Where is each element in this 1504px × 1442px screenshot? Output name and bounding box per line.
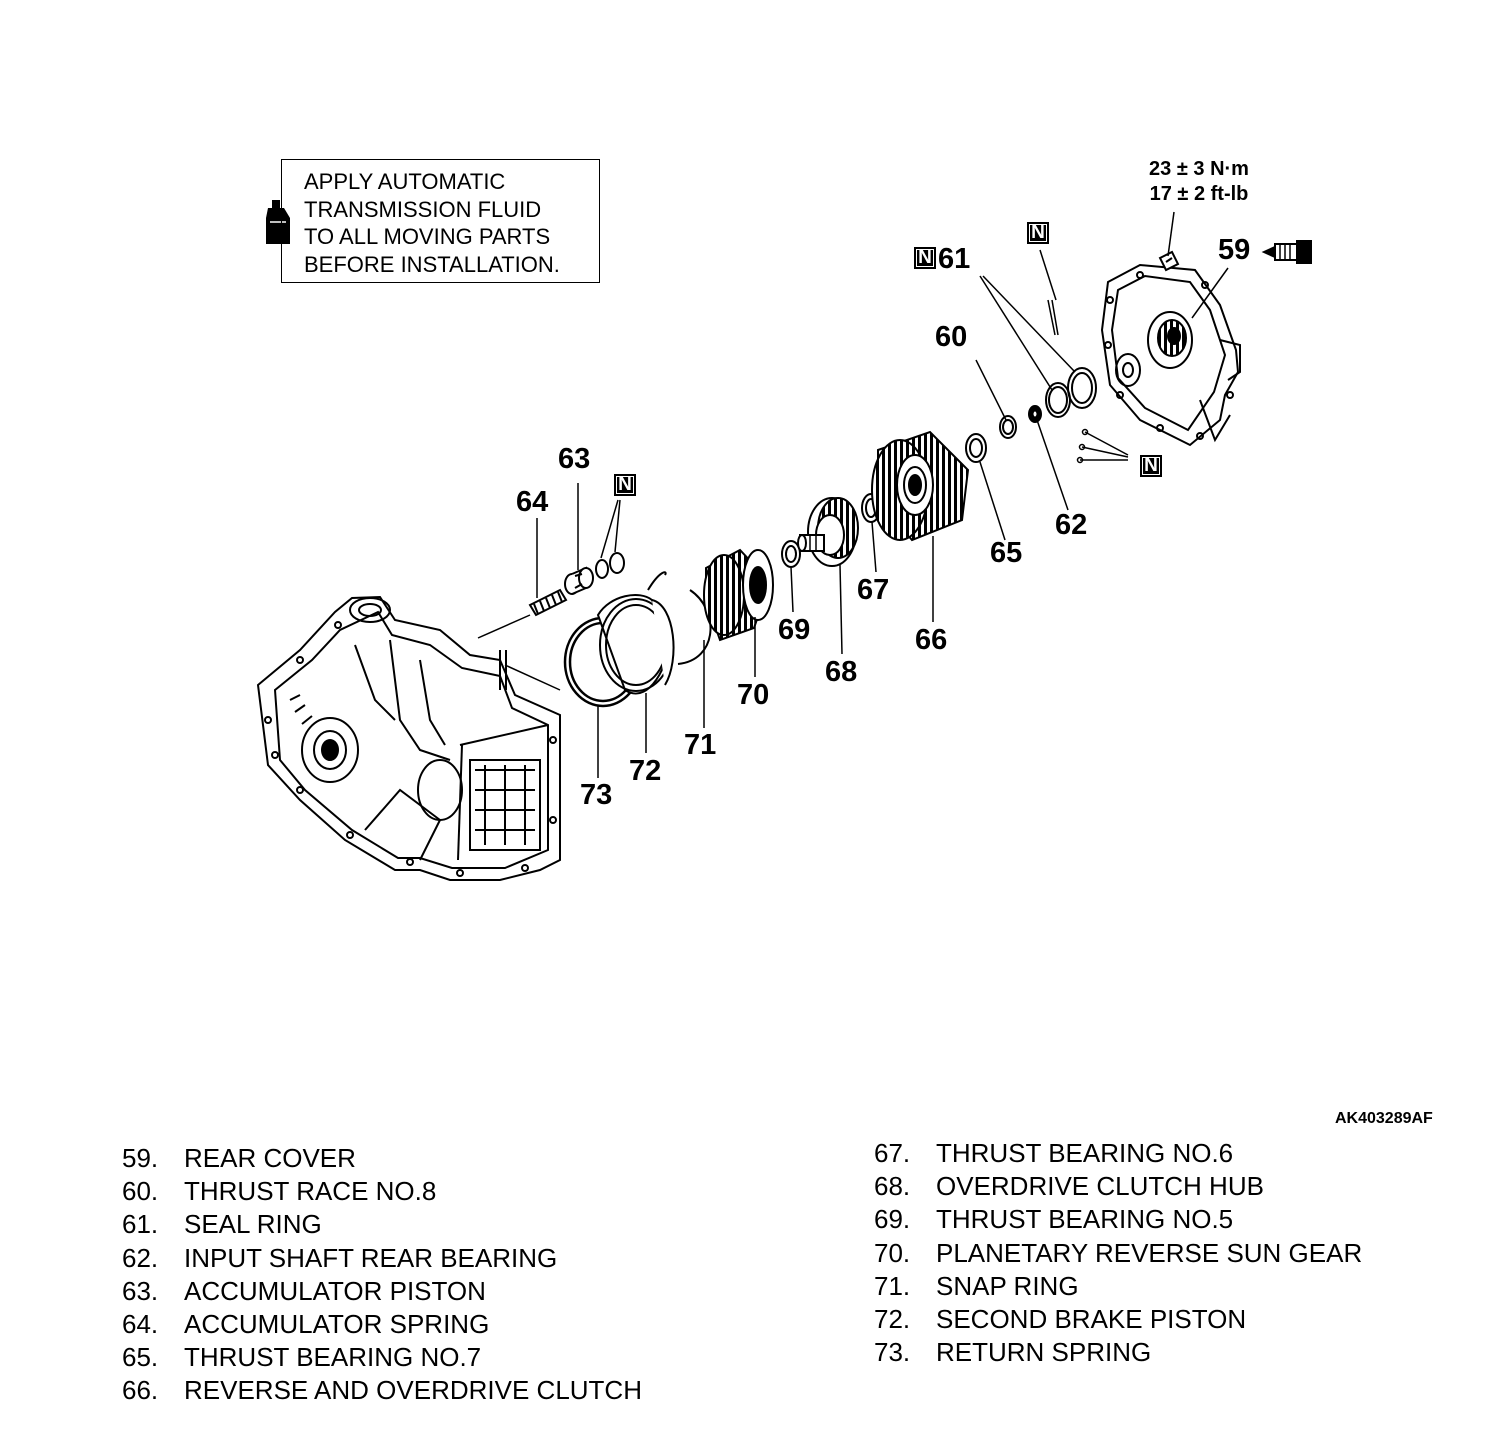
legend-item: 59. REAR COVER (122, 1142, 642, 1175)
legend-item-number: 70. (874, 1237, 911, 1268)
legend-item-name: PLANETARY REVERSE SUN GEAR (936, 1237, 1363, 1268)
legend-item-name: REAR COVER (184, 1143, 356, 1173)
legend-item: 68. OVERDRIVE CLUTCH HUB (874, 1170, 1362, 1203)
legend-item-number: 59. (122, 1143, 159, 1173)
note-line-2: TRANSMISSION FLUID (304, 197, 542, 222)
figure-id: AK403289AF (1335, 1110, 1433, 1127)
thrust-bearing-no7 (965, 433, 987, 463)
legend-item-name: ACCUMULATOR SPRING (184, 1309, 490, 1340)
callout-72: 72 (629, 755, 662, 787)
legend-item-name: ACCUMULATOR PISTON (184, 1275, 486, 1306)
new-pin-top (1047, 299, 1059, 336)
legend-item: 60. THRUST RACE NO.8 (122, 1175, 642, 1208)
legend-item-number: 60. (122, 1176, 159, 1207)
callout-61: 61 (938, 243, 971, 275)
sealant-tube-icon (1261, 240, 1312, 264)
planetary-reverse-sun-gear (703, 548, 774, 642)
legend-item-name: THRUST BEARING NO.5 (936, 1204, 1234, 1235)
callout-67: 67 (857, 574, 890, 606)
legend-item-number: 62. (122, 1242, 159, 1273)
callout-59: 59 (1218, 234, 1251, 266)
thrust-race-no8 (999, 415, 1017, 439)
legend-item-name: INPUT SHAFT REAR BEARING (184, 1242, 558, 1273)
snap-ring (647, 571, 712, 665)
legend-item: 71. SNAP RING (874, 1270, 1362, 1303)
legend-item-name: OVERDRIVE CLUTCH HUB (936, 1171, 1264, 1202)
new-pins-right (1076, 428, 1129, 464)
new-part-mark-pin: N (1027, 222, 1049, 244)
legend-item-number: 61. (122, 1209, 159, 1240)
callout-60: 60 (935, 321, 968, 353)
overdrive-clutch-hub (797, 497, 859, 567)
legend-item-number: 64. (122, 1309, 159, 1340)
legend-item-number: 73. (874, 1337, 911, 1368)
legend-item-name: SECOND BRAKE PISTON (936, 1304, 1247, 1335)
legend-item: 66. REVERSE AND OVERDRIVE CLUTCH (122, 1374, 642, 1407)
legend-item: 63. ACCUMULATOR PISTON (122, 1275, 642, 1308)
note-line-1: APPLY AUTOMATIC (304, 169, 506, 194)
legend-item-number: 65. (122, 1342, 159, 1373)
callout-66: 66 (915, 624, 948, 656)
callout-73: 73 (580, 779, 613, 811)
note-line-4: BEFORE INSTALLATION. (304, 252, 560, 277)
legend-item-name: THRUST RACE NO.8 (184, 1176, 437, 1207)
legend-item: 69. THRUST BEARING NO.5 (874, 1203, 1362, 1236)
legend-item-number: 69. (874, 1204, 911, 1235)
new-part-mark-pins: N (1140, 455, 1162, 477)
assembly-guide-lines (477, 614, 561, 691)
legend-item: 62. INPUT SHAFT REAR BEARING (122, 1242, 642, 1275)
piston-o-rings (595, 552, 625, 579)
callout-64: 64 (516, 486, 549, 518)
legend-item: 73. RETURN SPRING (874, 1336, 1362, 1369)
legend-item-name: THRUST BEARING NO.7 (184, 1342, 482, 1373)
legend-item-name: THRUST BEARING NO.6 (936, 1138, 1234, 1168)
legend-right: 67. THRUST BEARING NO.6 68. OVERDRIVE CLUTC… (874, 1137, 1362, 1369)
reverse-and-overdrive-clutch (871, 430, 970, 542)
callout-68: 68 (825, 656, 858, 688)
note-box (281, 159, 600, 283)
oil-bottle-icon (266, 200, 290, 244)
callout-70: 70 (737, 679, 770, 711)
transmission-case (256, 595, 561, 881)
legend-left: 59. REAR COVER 60. THRUST RACE NO.8 61. SEAL … (122, 1142, 642, 1408)
input-shaft-rear-bearing (1028, 405, 1042, 423)
seal-rings (1045, 367, 1097, 418)
legend-item-number: 66. (122, 1375, 159, 1406)
legend-item-name: REVERSE AND OVERDRIVE CLUTCH (184, 1375, 642, 1406)
legend-item: 70. PLANETARY REVERSE SUN GEAR (874, 1237, 1362, 1270)
legend-item-number: 71. (874, 1270, 911, 1301)
accumulator-piston (564, 566, 594, 595)
torque-imperial: 17 ± 2 ft-lb (1149, 183, 1249, 205)
legend-item: 65. THRUST BEARING NO.7 (122, 1341, 642, 1374)
legend-item-number: 72. (874, 1304, 911, 1335)
leader-lines (536, 211, 1229, 778)
callout-62: 62 (1055, 509, 1088, 541)
callout-65: 65 (990, 537, 1023, 569)
legend-item-name: SNAP RING (936, 1270, 1079, 1301)
legend-item-number: 68. (874, 1171, 911, 1202)
second-brake-piston (596, 594, 675, 695)
legend-item: 64. ACCUMULATOR SPRING (122, 1308, 642, 1341)
rear-cover (1100, 263, 1241, 447)
callout-69: 69 (778, 614, 811, 646)
torque-metric: 23 ± 3 N·m (1149, 158, 1249, 180)
new-part-mark-o-rings: N (614, 474, 636, 496)
legend-item: 61. SEAL RING (122, 1208, 642, 1241)
callout-71: 71 (684, 729, 717, 761)
legend-item-name: RETURN SPRING (936, 1337, 1152, 1368)
legend-item-number: 63. (122, 1275, 159, 1306)
legend-item-name: SEAL RING (184, 1209, 322, 1240)
note-line-3: TO ALL MOVING PARTS (304, 224, 551, 249)
accumulator-spring (528, 588, 568, 617)
legend-item-number: 67. (874, 1138, 911, 1168)
legend-item: 67. THRUST BEARING NO.6 (874, 1137, 1362, 1170)
new-part-mark-61: N (914, 247, 936, 269)
legend-item: 72. SECOND BRAKE PISTON (874, 1303, 1362, 1336)
callout-63: 63 (558, 443, 591, 475)
